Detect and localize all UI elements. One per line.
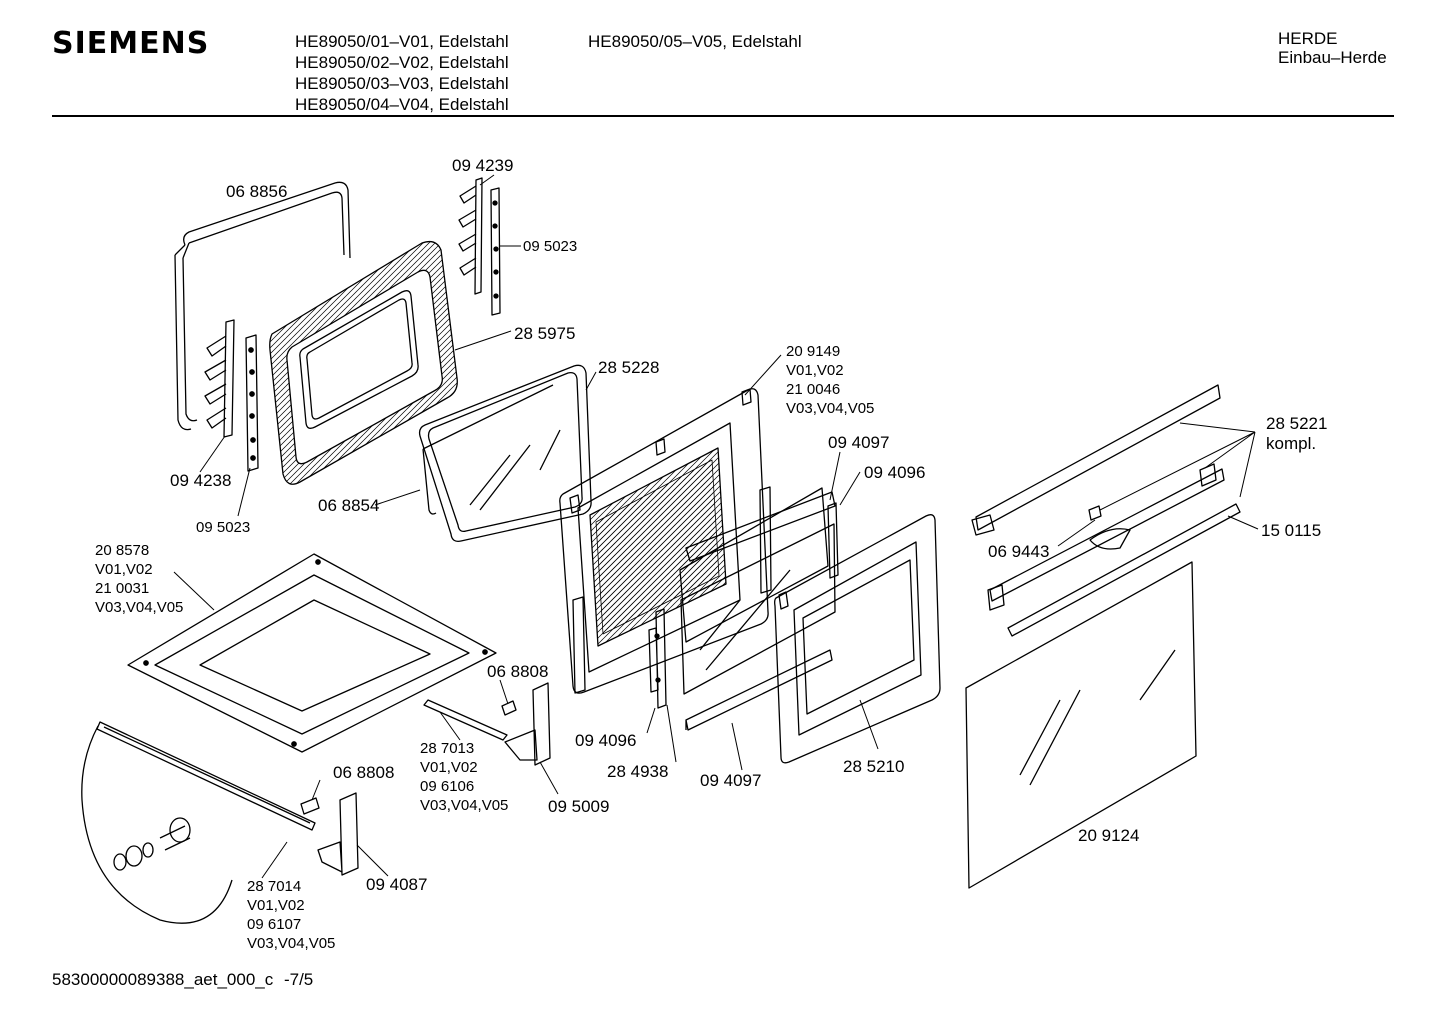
hinge-bracket-left <box>205 320 234 437</box>
clip <box>301 701 516 814</box>
part-label-068854: 06 8854 <box>318 496 380 515</box>
label-line: 21 0031 <box>95 580 150 597</box>
hinge-strip-right <box>491 188 500 315</box>
part-label-285221: 28 5221 kompl. <box>1266 414 1327 454</box>
part-label-094097-top: 09 4097 <box>828 433 890 452</box>
part-label-209124: 20 9124 <box>1078 826 1140 845</box>
header-divider <box>52 115 1394 117</box>
part-label-094087: 09 4087 <box>366 875 428 894</box>
model-line: HE89050/01–V01, Edelstahl <box>295 32 509 51</box>
part-label-094096-top: 09 4096 <box>864 463 926 482</box>
label-line: V01,V02 <box>786 362 844 379</box>
brand-logo: SIEMENS <box>52 26 210 61</box>
door-seal <box>175 182 350 429</box>
label-line: 28 7014 <box>247 878 302 895</box>
detail-magnifier <box>82 726 232 923</box>
glass-seal <box>423 385 553 514</box>
part-label-095023-bottom: 09 5023 <box>196 519 251 536</box>
category-subtitle: Einbau–Herde <box>1278 48 1387 67</box>
part-label-068808-a: 06 8808 <box>487 662 549 681</box>
label-line: 21 0046 <box>786 381 841 398</box>
part-label-068808-b: 06 8808 <box>333 763 395 782</box>
door-outer-frame <box>270 242 458 485</box>
part-label-068856: 06 8856 <box>226 182 288 201</box>
label-line: 20 8578 <box>95 542 150 559</box>
label-line: V03,V04,V05 <box>786 400 875 417</box>
model-line: HE89050/02–V02, Edelstahl <box>295 53 509 72</box>
hinge-bracket-right <box>459 178 482 294</box>
label-line: V01,V02 <box>420 759 478 776</box>
part-label-287014: 28 7014 V01,V02 09 6107 V03,V04,V05 <box>247 877 335 953</box>
top-sheet <box>128 554 496 752</box>
part-label-094096-bottom: 09 4096 <box>575 731 637 750</box>
inner-glass-pane <box>420 365 592 541</box>
page-number: -7/5 <box>283 970 314 989</box>
part-label-209149: 20 9149 V01,V02 21 0046 V03,V04,V05 <box>786 342 874 418</box>
model-list-2: HE89050/05–V05, Edelstahl <box>588 31 802 52</box>
label-line: V03,V04,V05 <box>247 935 336 952</box>
hinge-strip-left <box>246 335 258 471</box>
part-label-285210: 28 5210 <box>843 757 905 776</box>
guide-rail-lower <box>97 722 315 830</box>
label-line: 28 5221 <box>1266 414 1328 433</box>
label-line: 09 6106 <box>420 778 475 795</box>
model-line: HE89050/03–V03, Edelstahl <box>295 74 509 93</box>
label-line: 20 9149 <box>786 343 841 360</box>
part-label-094097-bottom: 09 4097 <box>700 771 762 790</box>
trim-strip <box>1008 504 1240 636</box>
part-label-094238: 09 4238 <box>170 471 232 490</box>
part-label-094239: 09 4239 <box>452 156 514 175</box>
door-rear-frame <box>775 515 940 763</box>
label-line: kompl. <box>1266 434 1317 453</box>
part-label-284938: 28 4938 <box>607 762 669 781</box>
corner-bracket <box>318 683 550 875</box>
label-line: 09 6107 <box>247 916 302 933</box>
side-bar <box>649 503 838 708</box>
part-label-285975: 28 5975 <box>514 324 576 343</box>
part-label-095009: 09 5009 <box>548 797 610 816</box>
model-line: HE89050/04–V04, Edelstahl <box>295 95 509 114</box>
label-line: V03,V04,V05 <box>420 797 509 814</box>
part-label-287013: 28 7013 V01,V02 09 6106 V03,V04,V05 <box>420 739 508 815</box>
document-footer: 58300000089388_aet_000_c -7/5 <box>52 970 313 990</box>
bottom-bar <box>686 650 832 730</box>
part-label-208578: 20 8578 V01,V02 21 0031 V03,V04,V05 <box>95 541 183 617</box>
door-spacer-frame <box>680 488 835 694</box>
part-label-095023-top: 09 5023 <box>523 238 578 255</box>
door-inner-assembly <box>560 389 771 693</box>
guide-rail-upper <box>424 700 507 740</box>
label-line: V01,V02 <box>95 561 153 578</box>
part-label-150115: 15 0115 <box>1261 521 1322 540</box>
label-line: V01,V02 <box>247 897 305 914</box>
model-list-1: HE89050/01–V01, Edelstahl HE89050/02–V02… <box>295 31 509 115</box>
document-id: 58300000089388_aet_000_c <box>52 970 274 989</box>
part-label-069443: 06 9443 <box>988 542 1050 561</box>
model-line: HE89050/05–V05, Edelstahl <box>588 32 802 51</box>
part-label-285228: 28 5228 <box>598 358 660 377</box>
leader-lines <box>174 175 1258 878</box>
label-line: V03,V04,V05 <box>95 599 184 616</box>
category-block: HERDE Einbau–Herde <box>1278 29 1387 67</box>
category-title: HERDE <box>1278 29 1338 48</box>
outer-glass <box>966 562 1196 888</box>
label-line: 28 7013 <box>420 740 475 757</box>
hinge-rail-assembly <box>972 385 1224 610</box>
